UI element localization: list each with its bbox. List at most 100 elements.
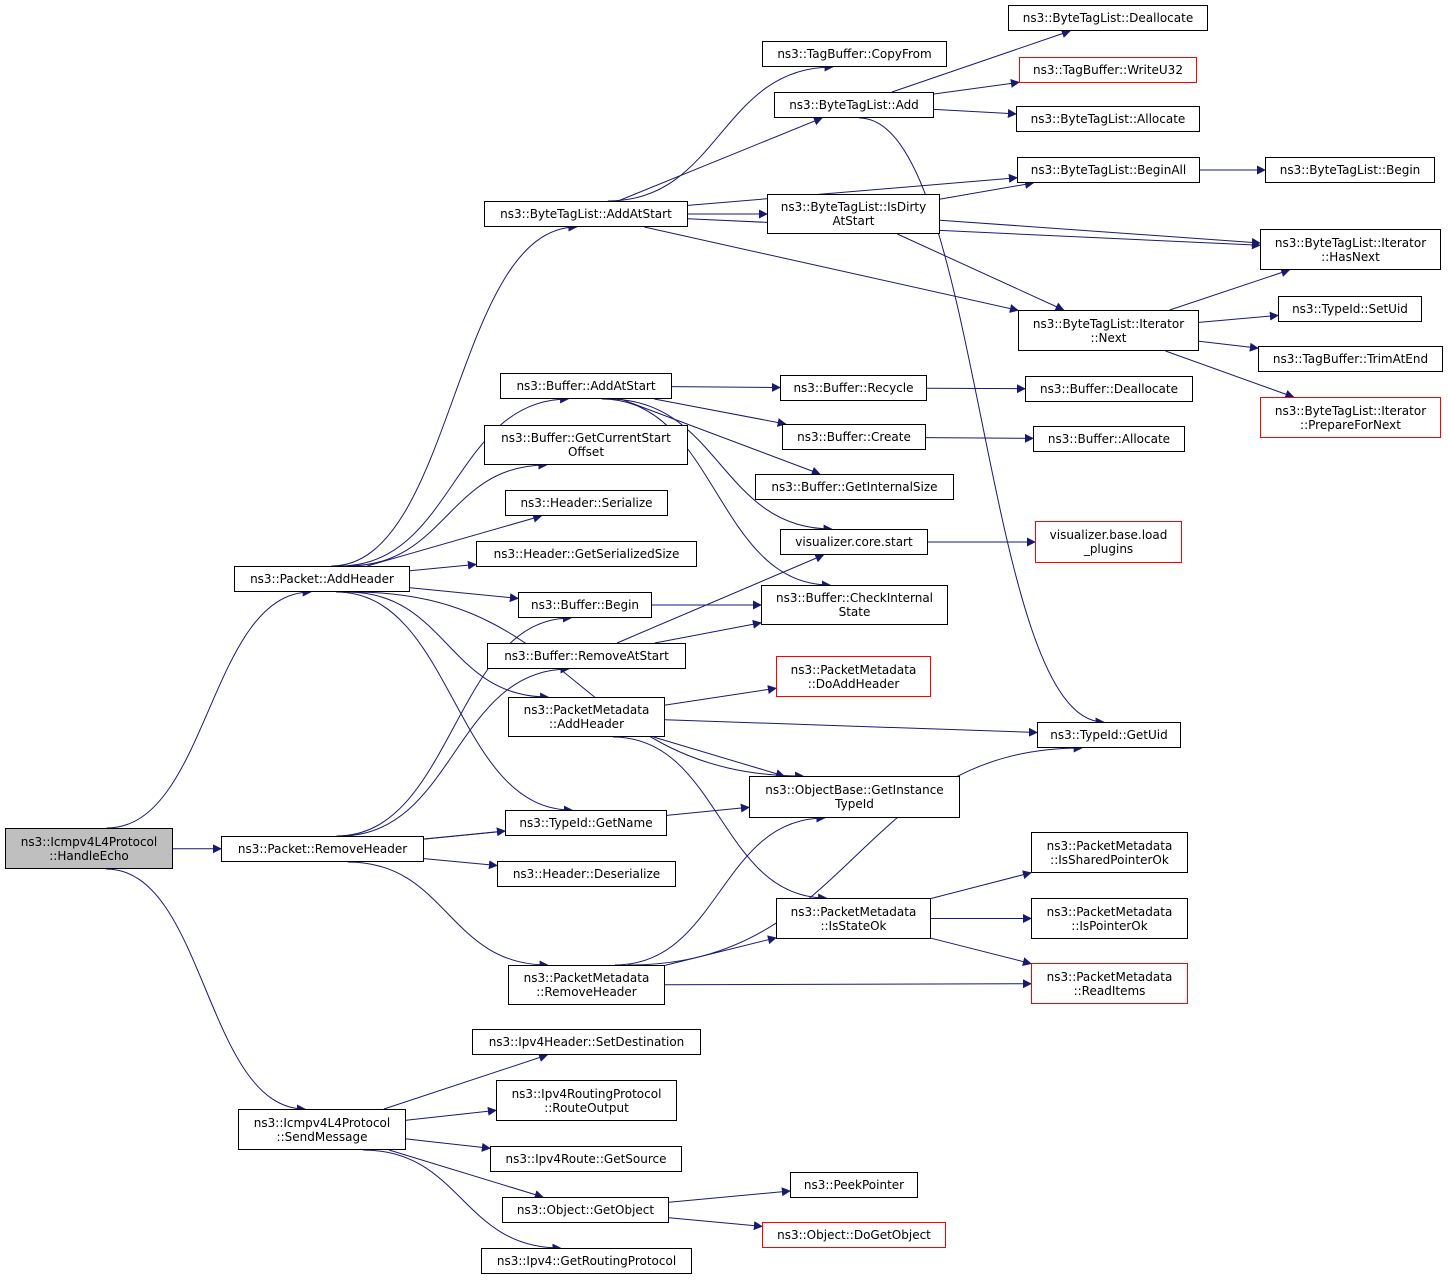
node-label-line: ns3::Buffer::Create bbox=[797, 430, 911, 444]
node-obj-getobject[interactable]: ns3::Object::GetObject bbox=[502, 1197, 669, 1223]
node-hdr-getserializedsize[interactable]: ns3::Header::GetSerializedSize bbox=[476, 541, 697, 567]
node-label-line: State bbox=[838, 605, 871, 619]
node-buf-allocate[interactable]: ns3::Buffer::Allocate bbox=[1033, 426, 1185, 452]
node-label-line: ns3::Buffer::CheckInternal bbox=[775, 591, 934, 605]
node-pm-removeheader[interactable]: ns3::PacketMetadata::RemoveHeader bbox=[508, 965, 665, 1005]
node-hdr-deserialize[interactable]: ns3::Header::Deserialize bbox=[497, 861, 676, 887]
edge-obj-getobject-to-obj-dogetobject bbox=[668, 1217, 763, 1231]
node-label-line: ns3::TagBuffer::CopyFrom bbox=[777, 47, 932, 61]
node-buf-create[interactable]: ns3::Buffer::Create bbox=[782, 424, 926, 450]
node-label-line: ns3::Object::DoGetObject bbox=[777, 1228, 931, 1242]
edge-btl-addatstart-to-btl-beginall bbox=[687, 173, 1018, 206]
node-icmp-sendmessage[interactable]: ns3::Icmpv4L4Protocol::SendMessage bbox=[238, 1109, 406, 1150]
node-btl-deallocate[interactable]: ns3::ByteTagList::Deallocate bbox=[1008, 5, 1208, 31]
node-pm-readitems[interactable]: ns3::PacketMetadata::ReadItems bbox=[1031, 963, 1188, 1004]
node-hdr-serialize[interactable]: ns3::Header::Serialize bbox=[505, 490, 668, 516]
node-btl-beginall[interactable]: ns3::ByteTagList::BeginAll bbox=[1017, 157, 1200, 183]
node-btl-add[interactable]: ns3::ByteTagList::Add bbox=[774, 92, 934, 118]
edge-pm-addheader-to-typeid-getuid bbox=[664, 719, 1038, 737]
node-label-line: ns3::Buffer::Allocate bbox=[1047, 432, 1171, 446]
node-label-line: ns3::Packet::AddHeader bbox=[250, 572, 394, 586]
node-label-line: ns3::Header::GetSerializedSize bbox=[493, 547, 680, 561]
node-ipv4rp-routeoutput[interactable]: ns3::Ipv4RoutingProtocol::RouteOutput bbox=[496, 1080, 677, 1121]
node-label-line: ns3::Header::Serialize bbox=[520, 496, 653, 510]
node-label-line: ns3::Packet::RemoveHeader bbox=[237, 842, 408, 856]
node-obj-dogetobject[interactable]: ns3::Object::DoGetObject bbox=[762, 1222, 946, 1248]
node-pkt-addheader[interactable]: ns3::Packet::AddHeader bbox=[234, 566, 410, 592]
node-label-line: ns3::Buffer::Recycle bbox=[793, 381, 914, 395]
node-btl-addatstart[interactable]: ns3::ByteTagList::AddAtStart bbox=[484, 201, 688, 227]
node-label-line: ns3::PacketMetadata bbox=[523, 971, 650, 985]
node-label-line: ::SendMessage bbox=[276, 1129, 368, 1144]
node-label-line: ns3::Buffer::GetInternalSize bbox=[771, 480, 938, 494]
node-label-line: ns3::Ipv4Header::SetDestination bbox=[488, 1035, 685, 1049]
node-buf-getinternalsize[interactable]: ns3::Buffer::GetInternalSize bbox=[755, 474, 954, 500]
node-tb-copyfrom[interactable]: ns3::TagBuffer::CopyFrom bbox=[762, 41, 947, 67]
edge-pkt-removeheader-to-buf-removeatstart bbox=[340, 664, 570, 837]
node-label-line: ::PrepareForNext bbox=[1300, 417, 1401, 432]
node-pm-ispointerok[interactable]: ns3::PacketMetadata::IsPointerOk bbox=[1031, 898, 1188, 939]
node-label-line: ns3::PacketMetadata bbox=[1046, 969, 1173, 984]
edge-btl-isdirtyatstart-to-btl-beginall bbox=[939, 179, 1035, 200]
node-btl-iter-preparefornext[interactable]: ns3::ByteTagList::Iterator::PrepareForNe… bbox=[1260, 397, 1441, 438]
node-ipv4route-getsource[interactable]: ns3::Ipv4Route::GetSource bbox=[490, 1146, 682, 1172]
node-label-line: ns3::PeekPointer bbox=[803, 1178, 905, 1192]
node-btl-iter-hasnext[interactable]: ns3::ByteTagList::Iterator::HasNext bbox=[1260, 229, 1441, 270]
node-label-line: ns3::Ipv4Route::GetSource bbox=[505, 1152, 667, 1166]
node-typeid-getuid[interactable]: ns3::TypeId::GetUid bbox=[1037, 722, 1181, 748]
edge-icmp-sendmessage-to-ipv4-getroutingprotocol bbox=[363, 1149, 562, 1253]
node-label-line: ns3::ByteTagList::BeginAll bbox=[1030, 163, 1187, 177]
node-label-line: ::HasNext bbox=[1321, 249, 1380, 264]
node-btl-iter-next[interactable]: ns3::ByteTagList::Iterator::Next bbox=[1018, 310, 1199, 351]
edge-icmp-sendmessage-to-ipv4hdr-setdestination bbox=[383, 1053, 549, 1110]
node-pm-issharedpointerok[interactable]: ns3::PacketMetadata::IsSharedPointerOk bbox=[1031, 832, 1188, 873]
node-viz-core-start[interactable]: visualizer.core.start bbox=[780, 529, 928, 555]
node-typeid-getname[interactable]: ns3::TypeId::GetName bbox=[505, 810, 667, 836]
node-btl-begin[interactable]: ns3::ByteTagList::Begin bbox=[1265, 157, 1435, 183]
edge-buf-addatstart-to-buf-checkinternalstate bbox=[601, 398, 831, 590]
edge-btl-isdirtyatstart-to-btl-iter-next bbox=[897, 233, 1065, 311]
edge-btl-addatstart-to-tb-copyfrom bbox=[607, 62, 834, 202]
node-peekpointer[interactable]: ns3::PeekPointer bbox=[790, 1172, 918, 1198]
node-tb-trimatend[interactable]: ns3::TagBuffer::TrimAtEnd bbox=[1258, 346, 1443, 372]
node-label-line: visualizer.core.start bbox=[795, 535, 913, 549]
edge-pkt-addheader-to-buf-getcurrentstartoffset bbox=[347, 460, 548, 567]
node-label-line: ns3::ByteTagList::Iterator bbox=[1032, 316, 1185, 331]
node-pm-doaddheader[interactable]: ns3::PacketMetadata::DoAddHeader bbox=[776, 656, 931, 697]
edge-pkt-addheader-to-pm-addheader bbox=[346, 591, 550, 702]
node-pm-addheader[interactable]: ns3::PacketMetadata::AddHeader bbox=[508, 697, 665, 737]
node-buf-begin[interactable]: ns3::Buffer::Begin bbox=[518, 592, 652, 618]
edge-pm-addheader-to-pm-doaddheader bbox=[664, 685, 777, 706]
node-buf-deallocate[interactable]: ns3::Buffer::Deallocate bbox=[1025, 376, 1193, 402]
edge-buf-removeatstart-to-buf-checkinternalstate bbox=[654, 619, 762, 644]
edge-pm-removeheader-to-typeid-getuid bbox=[628, 743, 1083, 966]
node-viz-base-loadplugins[interactable]: visualizer.base.load_plugins bbox=[1035, 521, 1182, 563]
node-pkt-removeheader[interactable]: ns3::Packet::RemoveHeader bbox=[221, 836, 424, 862]
node-label-line: ::IsPointerOk bbox=[1071, 918, 1148, 933]
node-ipv4-getroutingprotocol[interactable]: ns3::Ipv4::GetRoutingProtocol bbox=[481, 1248, 692, 1274]
node-label-line: ::RouteOutput bbox=[544, 1100, 629, 1115]
node-label-line: ns3::Buffer::Begin bbox=[530, 598, 640, 612]
node-tb-writeu32[interactable]: ns3::TagBuffer::WriteU32 bbox=[1019, 57, 1197, 83]
node-pm-isstateok[interactable]: ns3::PacketMetadata::IsStateOk bbox=[776, 898, 931, 939]
edge-pkt-removeheader-to-buf-begin bbox=[336, 613, 572, 837]
edge-btl-addatstart-to-btl-add bbox=[617, 116, 823, 202]
node-typeid-setuid[interactable]: ns3::TypeId::SetUid bbox=[1278, 296, 1422, 322]
node-buf-removeatstart[interactable]: ns3::Buffer::RemoveAtStart bbox=[487, 643, 686, 669]
node-buf-addatstart[interactable]: ns3::Buffer::AddAtStart bbox=[500, 373, 672, 399]
node-label-line: ns3::TagBuffer::WriteU32 bbox=[1033, 63, 1183, 77]
edge-pkt-removeheader-to-hdr-deserialize bbox=[423, 858, 498, 870]
node-label-line: AtStart bbox=[832, 214, 875, 228]
node-label-line: ::IsStateOk bbox=[820, 918, 887, 933]
node-ipv4hdr-setdestination[interactable]: ns3::Ipv4Header::SetDestination bbox=[472, 1029, 701, 1055]
node-btl-allocate[interactable]: ns3::ByteTagList::Allocate bbox=[1016, 106, 1200, 132]
node-label-line: TypeId bbox=[835, 797, 874, 811]
node-label-line: ns3::ByteTagList::Allocate bbox=[1030, 112, 1186, 126]
node-buf-recycle[interactable]: ns3::Buffer::Recycle bbox=[780, 375, 927, 401]
node-label-line: ns3::Buffer::RemoveAtStart bbox=[504, 649, 669, 663]
